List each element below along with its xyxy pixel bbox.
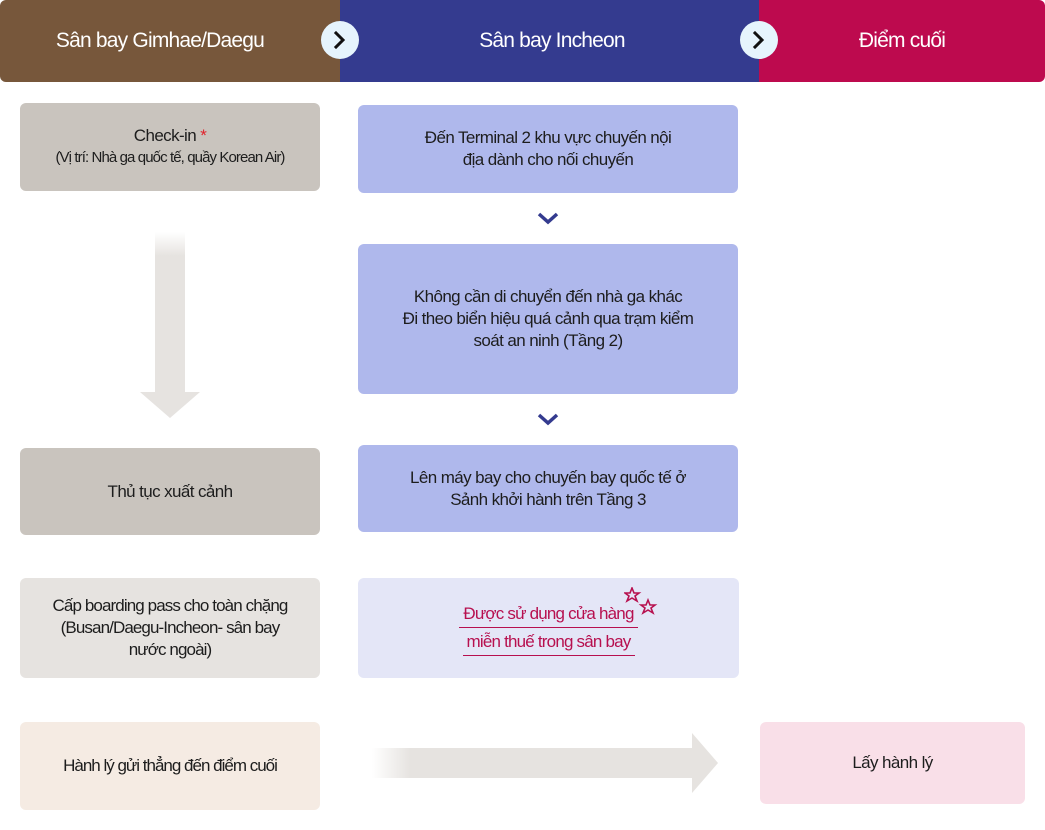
duty-free-line1: Được sử dụng cửa hàng — [459, 600, 638, 628]
header-destination: Điểm cuối — [759, 0, 1045, 82]
header-title-destination: Điểm cuối — [858, 29, 946, 52]
checkin-box: Check-in * (Vị trí: Nhà ga quốc tế, quầy… — [20, 103, 320, 191]
transit-step-2: Không cần di chuyển đến nhà ga khác Đi t… — [358, 244, 738, 394]
checkin-location: (Vị trí: Nhà ga quốc tế, quầy Korean Air… — [55, 149, 285, 166]
baggage-through-box: Hành lý gửi thẳng đến điểm cuối — [20, 722, 320, 810]
baggage-claim-label: Lấy hành lý — [852, 753, 933, 772]
next-step-button-1[interactable] — [321, 21, 359, 59]
step3-line2: Sảnh khởi hành trên Tầng 3 — [450, 489, 646, 509]
header-incheon: Sân bay Incheon — [340, 0, 759, 82]
flow-header: Sân bay Gimhae/Daegu Sân bay Incheon Điể… — [0, 0, 1045, 82]
step1-line2: địa dành cho nối chuyến — [462, 150, 634, 169]
step2-line1: Không cần di chuyển đến nhà ga khác — [413, 287, 683, 306]
header-gimhae-daegu: Sân bay Gimhae/Daegu — [0, 0, 340, 82]
departure-box: Thủ tục xuất cảnh — [20, 448, 320, 535]
chevron-down-icon — [537, 212, 559, 225]
header-title-transit: Sân bay Incheon — [479, 29, 625, 52]
boarding-pass-line1: Cấp boarding pass cho toàn chặng — [52, 596, 289, 615]
baggage-claim-box: Lấy hành lý — [760, 722, 1025, 804]
next-step-button-2[interactable] — [740, 21, 778, 59]
baggage-through-label: Hành lý gửi thẳng đến điểm cuối — [63, 756, 278, 775]
step3-line1: Lên máy bay cho chuyến bay quốc tế ở — [410, 467, 687, 487]
transit-step-3: Lên máy bay cho chuyến bay quốc tế ở Sản… — [358, 445, 738, 532]
transit-step-1: Đến Terminal 2 khu vực chuyến nội địa dà… — [358, 105, 738, 193]
chevron-right-icon — [333, 31, 346, 49]
chevron-right-icon — [752, 31, 765, 49]
chevron-down-icon — [537, 413, 559, 426]
step2-line3: soát an ninh (Tầng 2) — [473, 331, 624, 350]
departure-label: Thủ tục xuất cảnh — [107, 481, 234, 501]
down-arrow-icon — [140, 232, 200, 418]
boarding-pass-line2: (Busan/Daegu-Incheon- sân bay — [60, 618, 281, 637]
duty-free-line2: miễn thuế trong sân bay — [462, 628, 635, 656]
boarding-pass-line3: nước ngoài) — [128, 640, 212, 659]
stars-icon — [624, 587, 658, 615]
header-title-origin: Sân bay Gimhae/Daegu — [55, 29, 265, 52]
required-mark: * — [200, 126, 207, 145]
boarding-pass-box: Cấp boarding pass cho toàn chặng (Busan/… — [20, 578, 320, 678]
right-arrow-icon — [372, 733, 718, 793]
step1-line1: Đến Terminal 2 khu vực chuyến nội — [424, 128, 672, 147]
checkin-title: Check-in — [133, 126, 197, 145]
duty-free-box: Được sử dụng cửa hàng miễn thuế trong sâ… — [358, 578, 739, 678]
step2-line2: Đi theo biển hiệu quá cảnh qua trạm kiểm — [402, 309, 694, 328]
